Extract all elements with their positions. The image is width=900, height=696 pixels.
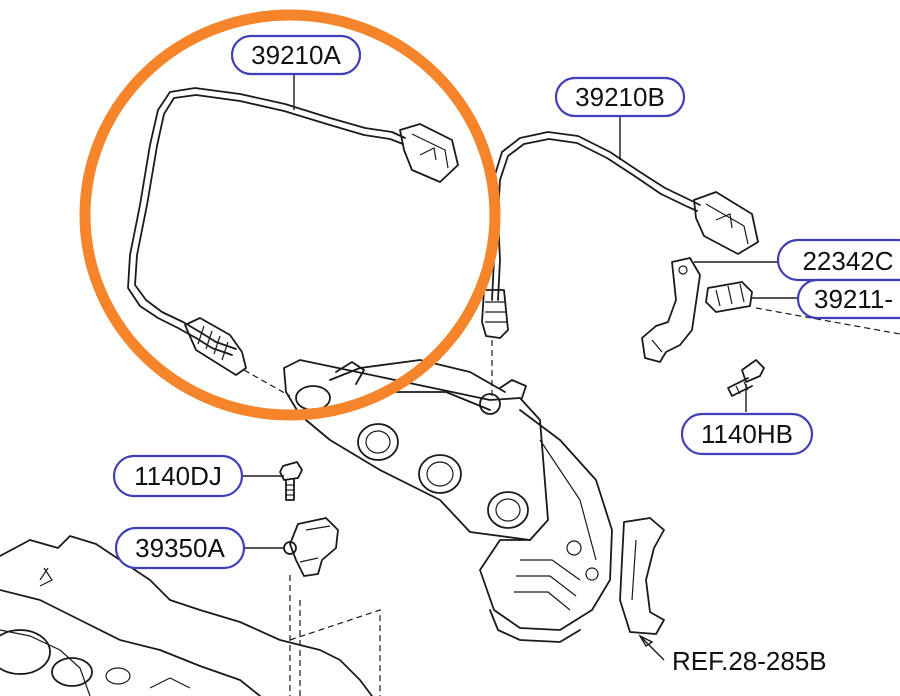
callout-1140dj[interactable]: 1140DJ: [112, 454, 244, 498]
callout-39211[interactable]: 39211-: [796, 278, 900, 320]
callout-1140hb[interactable]: 1140HB: [680, 412, 814, 456]
callout-39350a-label: 39350A: [135, 533, 225, 563]
reference-text: REF.28-285B: [672, 646, 827, 676]
callout-1140hb-label: 1140HB: [701, 419, 793, 449]
highlight-circle: [79, 9, 501, 421]
callout-22342c-label: 22342C: [802, 246, 893, 276]
sensor-39350a[interactable]: [283, 517, 339, 577]
callout-39210a[interactable]: 39210A: [230, 34, 362, 76]
callout-39210a-label: 39210A: [251, 40, 341, 70]
callout-39210b[interactable]: 39210B: [554, 76, 686, 118]
callout-22342c[interactable]: 22342C: [776, 238, 900, 282]
bracket-22342c[interactable]: [641, 257, 701, 363]
reference-label[interactable]: REF.28-285B: [672, 646, 827, 676]
callout-39211-label: 39211-: [814, 284, 893, 314]
assembly-lines: [243, 307, 900, 696]
bolt-1140dj[interactable]: [279, 461, 303, 501]
callout-1140dj-label: 1140DJ: [134, 461, 222, 491]
exhaust-manifold[interactable]: [283, 359, 665, 643]
bolt-1140hb[interactable]: [727, 359, 765, 397]
callout-39350a[interactable]: 39350A: [114, 526, 246, 570]
clip-39211[interactable]: [705, 281, 753, 313]
callout-39210b-label: 39210B: [575, 82, 665, 112]
oxygen-sensor-39210a[interactable]: [127, 87, 459, 376]
cylinder-head: [0, 535, 373, 696]
oxygen-sensor-39210b[interactable]: [481, 131, 759, 339]
